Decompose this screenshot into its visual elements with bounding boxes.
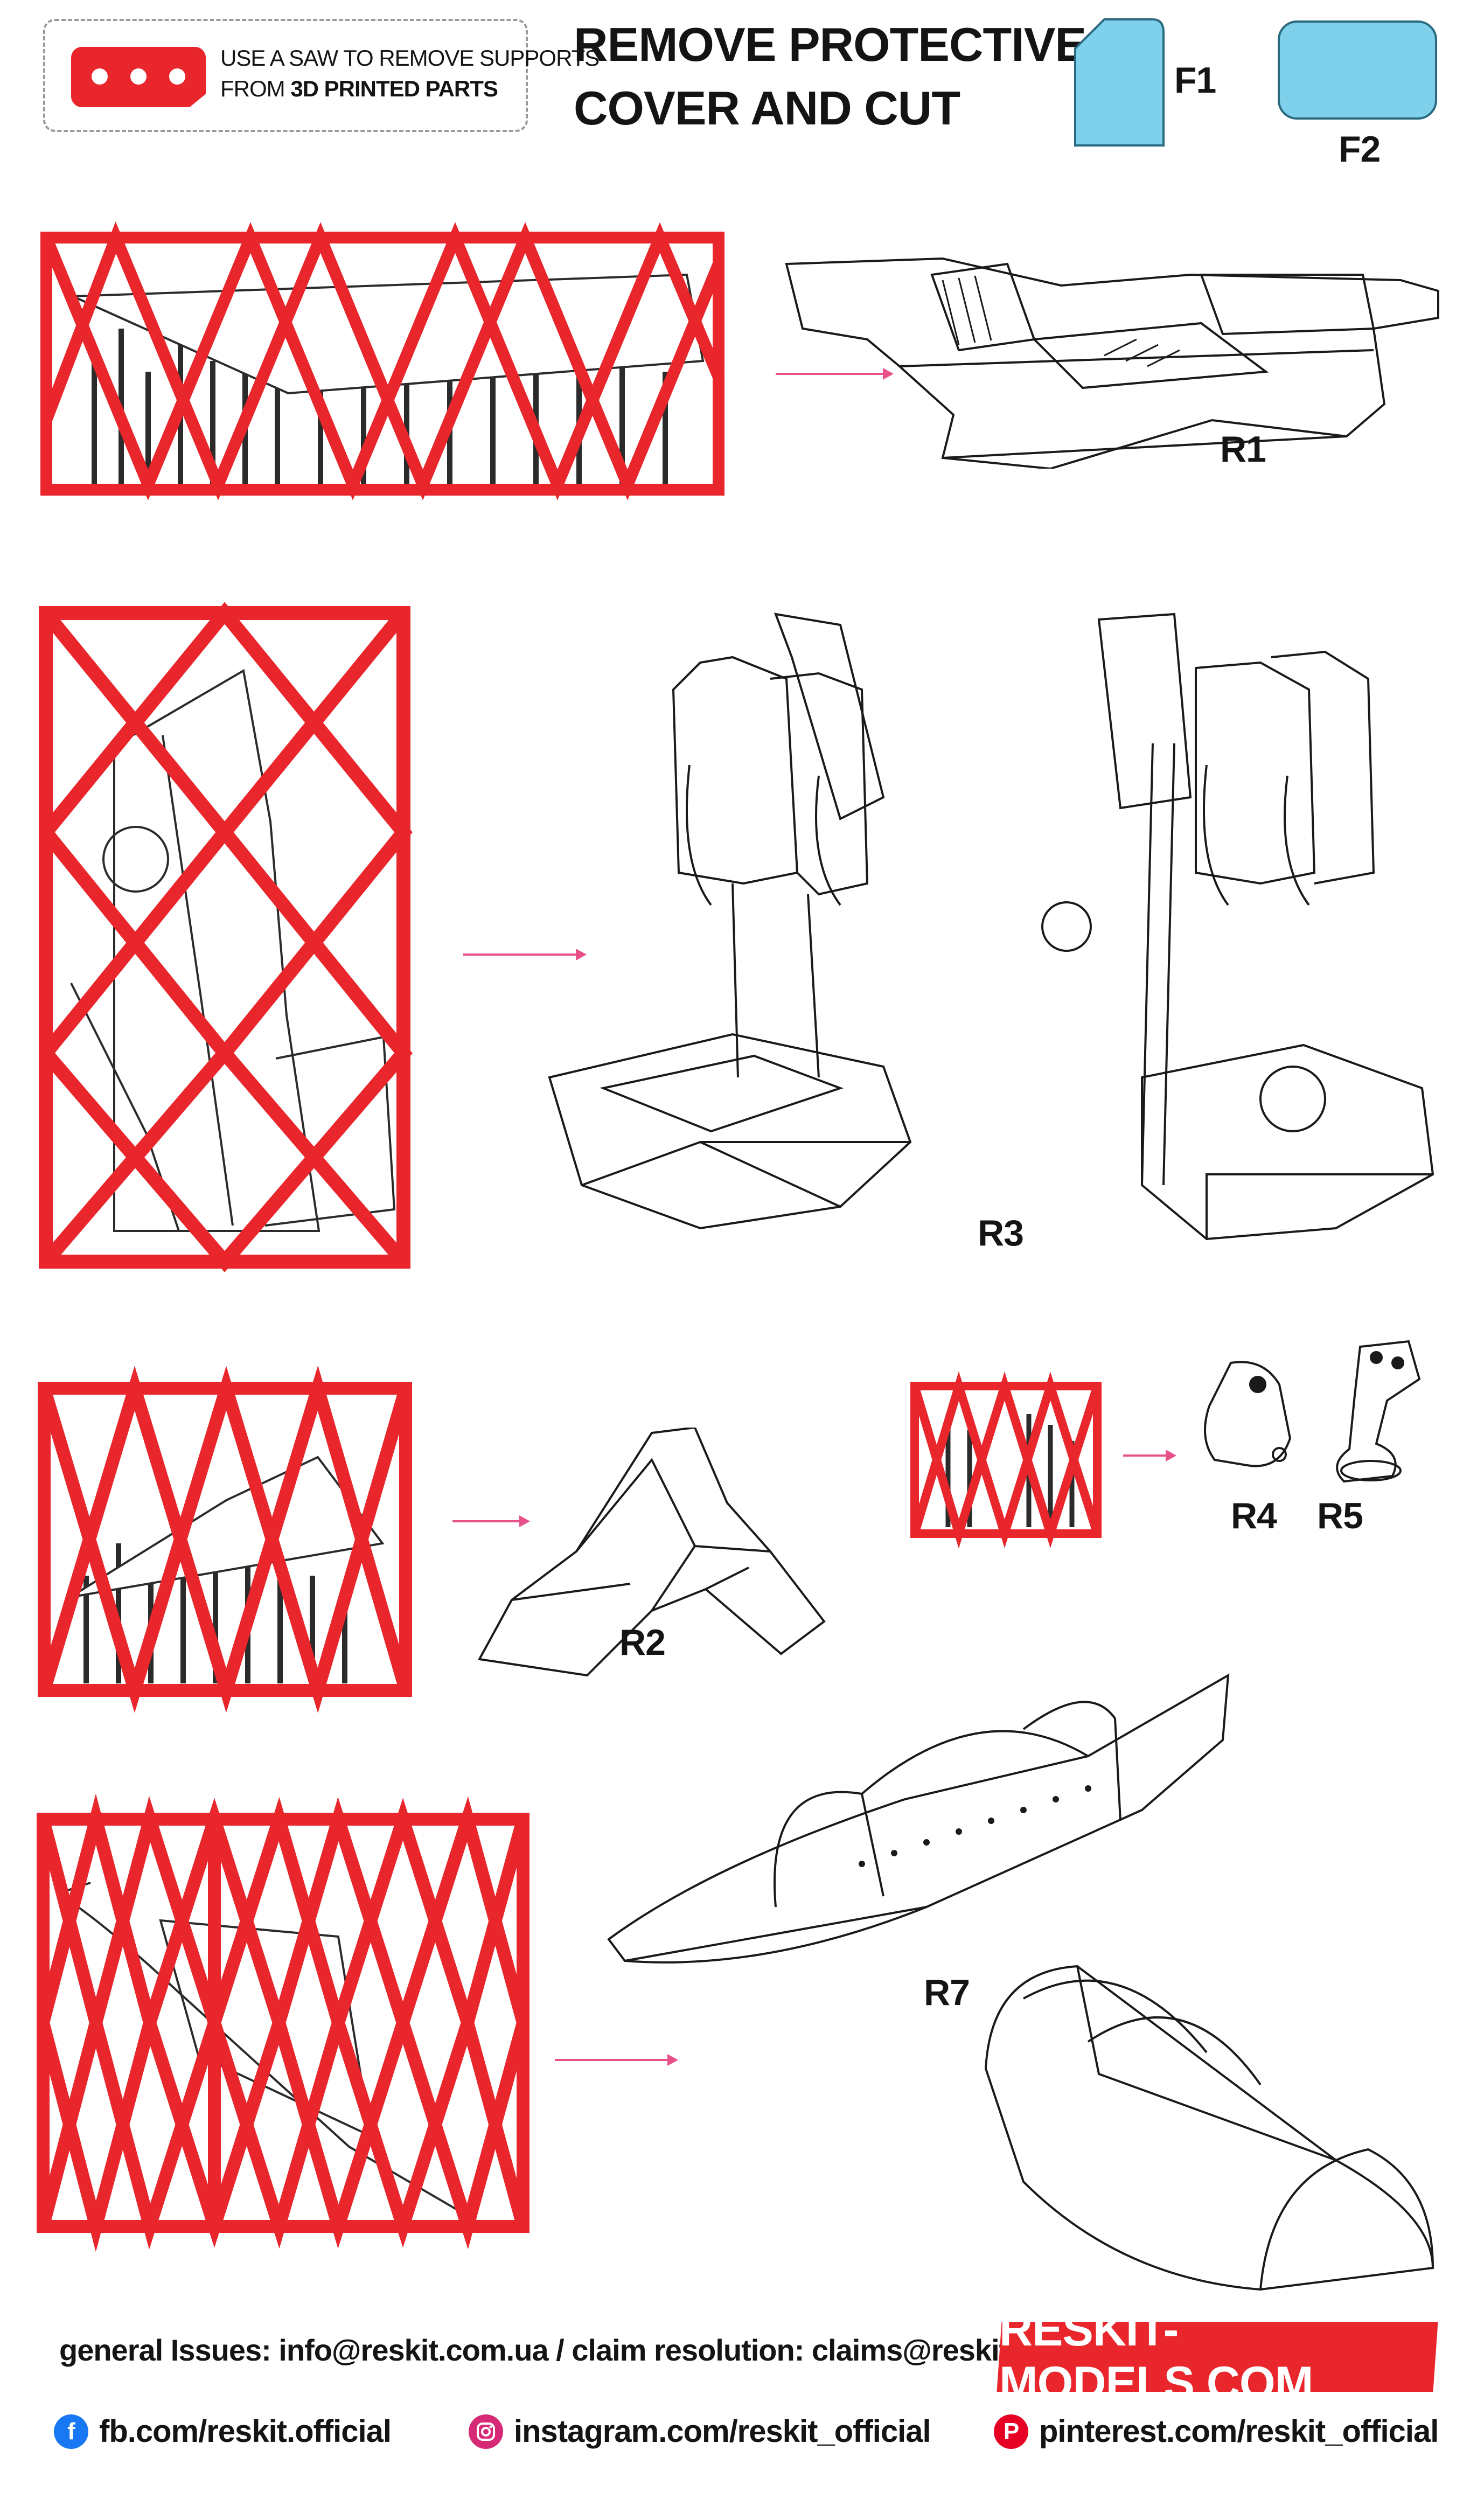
label-f2: F2 <box>1339 129 1381 170</box>
notice-line-1: USE A SAW TO REMOVE SUPPORTS <box>220 45 600 71</box>
instagram-url: instagram.com/reskit_official <box>514 2414 931 2449</box>
saw-dots-icon <box>71 47 206 107</box>
part-r1-drawing <box>785 257 1439 469</box>
r3-support-frame <box>39 602 413 1272</box>
label-r1: R1 <box>1220 429 1266 470</box>
r7-support-frame <box>37 1793 529 2252</box>
label-r2: R2 <box>619 1622 666 1663</box>
facebook-icon: f <box>54 2414 88 2449</box>
part-r3-seat-rear <box>1041 612 1434 1241</box>
r1-support-frame <box>40 221 724 500</box>
label-r7: R7 <box>924 1972 970 2013</box>
part-f1-film <box>1074 18 1165 147</box>
part-f2-film <box>1278 20 1437 120</box>
label-f1: F1 <box>1174 60 1216 101</box>
arrow-r4-r5 <box>1123 1450 1176 1461</box>
arrow-r7 <box>555 2054 678 2066</box>
instagram-link[interactable]: instagram.com/reskit_official <box>469 2413 931 2449</box>
page-title-line-2: COVER AND CUT <box>574 81 960 135</box>
page-title-line-1: REMOVE PROTECTIVE <box>574 18 1086 71</box>
pinterest-icon: P <box>994 2414 1028 2449</box>
facebook-link[interactable]: f fb.com/reskit.official <box>54 2413 392 2449</box>
part-r3-seat-front <box>548 612 912 1230</box>
contact-line: general Issues: info@reskit.com.ua / cla… <box>59 2333 1119 2367</box>
arrow-r1 <box>776 368 894 380</box>
part-r7-canopy-front <box>984 1965 1434 2291</box>
part-r5-stick <box>1336 1340 1421 1483</box>
saw-notice-box: USE A SAW TO REMOVE SUPPORTS FROM 3D PRI… <box>43 19 600 132</box>
website-badge[interactable]: RESKIT-MODELS.COM <box>997 2304 1438 2409</box>
arrow-r2 <box>452 1515 530 1527</box>
r2-support-frame <box>38 1365 412 1714</box>
part-r2-drawing <box>477 1428 826 1677</box>
facebook-url: fb.com/reskit.official <box>99 2414 392 2449</box>
arrow-r3 <box>463 949 587 960</box>
part-r4-throttle <box>1204 1361 1292 1467</box>
pinterest-link[interactable]: P pinterest.com/reskit_official <box>994 2413 1439 2449</box>
notice-line-2: FROM 3D PRINTED PARTS <box>220 76 498 101</box>
label-r5: R5 <box>1317 1495 1363 1536</box>
r4-r5-support-frame <box>910 1371 1102 1549</box>
part-r7-canopy-side <box>607 1673 1230 1964</box>
label-r4: R4 <box>1231 1495 1277 1536</box>
pinterest-url: pinterest.com/reskit_official <box>1039 2414 1439 2449</box>
label-r3: R3 <box>978 1213 1024 1254</box>
instagram-icon <box>469 2414 503 2449</box>
